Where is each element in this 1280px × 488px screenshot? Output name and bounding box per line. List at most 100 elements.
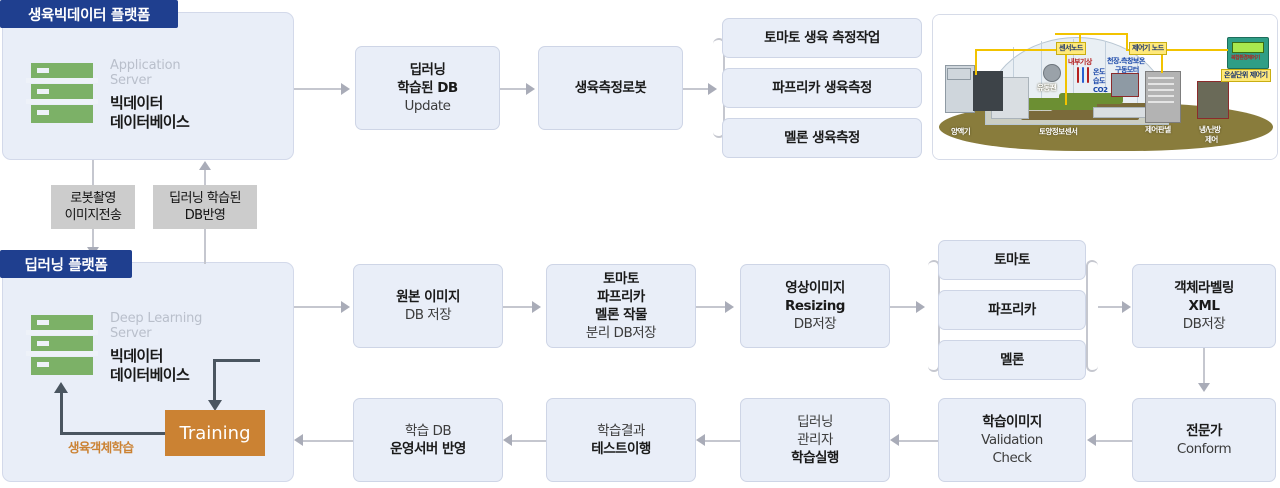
dl-server-en-line1: Deep Learning [110,311,203,326]
bigdata-server-caption: Application Server 빅데이터 데이터베이스 [110,58,275,131]
interchange-note-db-apply: 딥러닝 학습된 DB반영 [153,185,257,229]
bottom-connector-2 [899,440,938,442]
bottom-step-1-line2: Conform [1176,441,1232,457]
bottom-step-4-box[interactable]: 학습결과 테스트이행 [546,398,696,482]
greenhouse-figure: 복합환경제어기 센서노드 제어기 노드 온실단위 제어기 내부기상 온도 습도 … [932,14,1278,160]
top-connector-panel-to-step1 [294,88,341,90]
middle-crop-box-tomato[interactable]: 토마토 [938,240,1086,280]
interchange-note-db-apply-line2: DB반영 [184,208,226,223]
greenhouse-device-screen-label: 복합환경제어기 [1231,55,1260,61]
bottom-step-2-line3: Check [992,450,1032,466]
top-branch-paprika-label: 파프리카 생육측정 [772,80,872,96]
interchange-right-line-bottom [204,229,206,264]
training-box[interactable]: Training [165,410,265,456]
training-loop-up-arrow [54,382,68,393]
interchange-note-robot-capture: 로봇촬영 이미지전송 [51,185,135,229]
bigdata-server-ko-line2: 데이터베이스 [110,112,190,131]
bottom-step-1-box[interactable]: 전문가 Conform [1132,398,1276,482]
training-loop-up-segment [60,390,63,433]
top-connector-step1-to-step2 [500,88,526,90]
middle-step-2-box[interactable]: 토마토 파프리카 멜론 작물 분리 DB저장 [546,264,696,348]
greenhouse-temperature-label: 온도 [1093,68,1105,76]
middle-crop-paprika-label: 파프리카 [988,302,1036,318]
training-loop-caption: 생육객체학습 [68,440,134,455]
bottom-step-3-line1: 딥러닝 [797,414,833,430]
bottom-arrow-1 [1087,434,1096,446]
middle-step-1-box[interactable]: 원본 이미지 DB 저장 [353,264,503,348]
training-loop-return-segment [60,432,167,435]
middle-arrow-4 [916,301,925,313]
top-arrow-2 [526,83,535,95]
server-rack-icon [26,309,98,381]
top-branch-box-paprika[interactable]: 파프리카 생육측정 [722,68,922,108]
bottom-step-1-line1: 전문가 [1186,423,1222,439]
middle-crop-box-paprika[interactable]: 파프리카 [938,290,1086,330]
top-step-1-line1: 딥러닝 [409,62,446,78]
interchange-note-db-apply-line1: 딥러닝 학습된 [169,191,241,206]
greenhouse-nutrient-label: 양액기 [951,127,971,136]
bottom-step-2-box[interactable]: 학습이미지 Validation Check [938,398,1086,482]
bottom-step-3-box[interactable]: 딥러닝 관리자 학습실행 [740,398,890,482]
bottom-arrow-5 [294,434,303,446]
middle-step-4-line2: XML [1188,298,1220,314]
top-step-1-box[interactable]: 딥러닝 학습된 DB Update [355,46,500,130]
training-loop-top-segment [216,359,260,362]
bottom-arrow-4 [503,434,512,446]
top-step-2-box[interactable]: 생육측정로봇 [538,46,683,130]
middle-crop-box-melon[interactable]: 멜론 [938,340,1086,380]
greenhouse-control-panel-label: 제어판넬 [1145,125,1171,134]
greenhouse-humidity-label: 습도 [1093,77,1105,85]
bottom-connector-3 [705,440,740,442]
training-loop-down-segment [213,359,216,407]
greenhouse-internal-weather-label: 내부기상 [1068,58,1092,66]
bottom-step-3-line3: 학습실행 [791,450,839,466]
top-step-1-line3: Update [404,98,451,114]
top-step-1-line2: 학습된 DB [397,80,458,96]
middle-step-1-line2: DB 저장 [404,307,452,323]
interchange-left-line-top [92,160,94,185]
greenhouse-sensor-node-label: 센서노드 [1056,42,1086,55]
middle-arrow-1 [341,301,350,313]
bottom-connector-4 [512,440,546,442]
greenhouse-fan-label: 유동팬 [1037,83,1057,92]
dl-server-en-line2: Server [110,326,152,341]
middle-step-4-line1: 객체라벨링 [1174,280,1234,296]
middle-arrow-3 [725,301,734,313]
greenhouse-ceiling-motor-label-line2: 구동모터 [1115,66,1139,74]
middle-step-3-line1: 영상이미지 [785,280,845,296]
bottom-step-2-line1: 학습이미지 [982,414,1042,430]
top-branch-box-tomato[interactable]: 토마토 생육 측정작업 [722,18,922,58]
middle-crop-tomato-label: 토마토 [994,252,1030,268]
dl-server-ko-line2: 데이터베이스 [110,365,190,384]
middle-connector-crops-to-step4 [1098,306,1122,308]
greenhouse-hvac-label-line2: 제어 [1205,135,1218,144]
middle-step-4-line3: DB저장 [1182,316,1226,332]
bigdata-platform-title: 생육빅데이터 플랫폼 [0,0,178,28]
greenhouse-co2-label: CO2 [1093,86,1108,94]
top-branch-box-melon[interactable]: 멜론 생육측정 [722,118,922,158]
middle-arrow-5 [1122,301,1131,313]
dl-server-ko-line1: 빅데이터 [110,347,163,365]
middle-connector-panel-to-step1 [294,306,341,308]
middle-step-4-box[interactable]: 객체라벨링 XML DB저장 [1132,264,1276,348]
middle-crop-melon-label: 멜론 [1000,352,1024,368]
deeplearning-server-caption: Deep Learning Server 빅데이터 데이터베이스 [110,311,280,384]
middle-crop-bracket-right [1086,260,1098,372]
greenhouse-controller-unit-label: 온실단위 제어기 [1221,69,1271,82]
bigdata-server-ko-line1: 빅데이터 [110,94,163,112]
bottom-step-4-line2: 테스트이행 [591,441,651,457]
interchange-left-line-bottom [92,229,94,250]
middle-step-3-line3: DB저장 [793,316,837,332]
bottom-step-5-box[interactable]: 학습 DB 운영서버 반영 [353,398,503,482]
bigdata-server-en-line2: Server [110,73,152,88]
bigdata-server-en-line1: Application [110,58,181,73]
connector-xml-to-expert [1203,348,1205,390]
greenhouse-soil-sensor-label: 토양정보센서 [1039,127,1078,136]
middle-step-3-line2: Resizing [785,298,845,314]
middle-arrow-2 [532,301,541,313]
greenhouse-ceiling-motor-label-line1: 천장.측창보온 [1107,57,1145,65]
middle-step-3-box[interactable]: 영상이미지 Resizing DB저장 [740,264,890,348]
bottom-arrow-2 [890,434,899,446]
bottom-step-5-line2: 운영서버 반영 [390,441,466,457]
